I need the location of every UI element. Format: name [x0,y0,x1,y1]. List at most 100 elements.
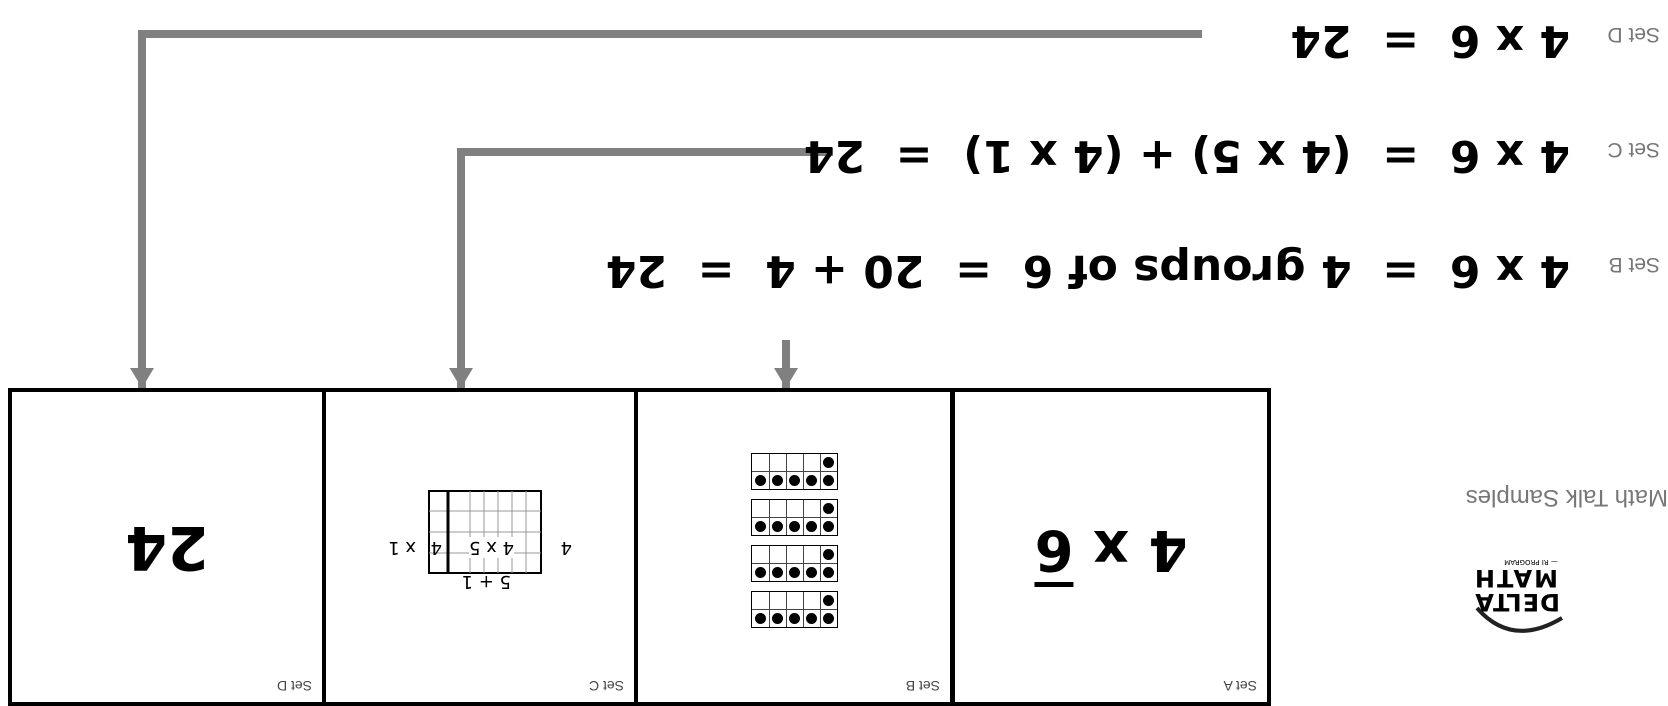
logo-text-math: MATH [1472,564,1558,592]
counter-dot [789,521,801,532]
counter-dot [823,613,835,624]
ten-frame-cell [820,564,837,581]
ten-frame-cell [752,500,769,517]
counter-dot [806,521,818,532]
equation-set-b: 4 x 6 = 4 groups of 6 = 20 + 4 = 24 [605,245,1570,296]
ten-frame-cell [820,592,837,609]
ten-frame-cell [769,472,786,489]
equation-set-c-label: Set C [1607,138,1660,161]
ten-frame-cell [803,546,820,563]
ten-frame [751,453,838,490]
card-set-b: Set B [634,388,954,706]
card-set-d-label: Set D [276,678,312,694]
area-inner-right-label: 4 [430,537,442,558]
ten-frame-cell [752,610,769,627]
ten-frame-cell [786,500,803,517]
equation-set-d: 4 x 6 = 24 [1290,15,1570,66]
ten-frame-cell [786,518,803,535]
expression-right-overlined: 6 [1034,517,1074,582]
ten-frame-cell [803,564,820,581]
equation-set-b-label: Set B [1608,253,1660,276]
ten-frame-cell [769,564,786,581]
counter-dot [755,521,766,532]
card-set-a-label: Set A [1223,678,1257,694]
area-model-grid [428,490,542,574]
counter-dot [772,521,784,532]
card-set-a-expression: 4 x 6 [955,517,1267,582]
arrow-set-b [774,368,798,388]
counter-dot [823,503,835,514]
page-title: Math Talk Samples [1465,484,1668,511]
ten-frame-cell [820,518,837,535]
equation-set-d-label: Set D [1607,23,1660,46]
counter-dot [806,567,818,578]
counter-dot [823,475,835,486]
ten-frame-cell [769,500,786,517]
card-set-c-label: Set C [588,678,624,694]
equation-set-c: 4 x 6 = (4 x 5) + (4 x 1) = 24 [803,130,1570,181]
ten-frame-cell [752,472,769,489]
arrow-set-d [130,368,154,388]
ten-frame-cell [786,472,803,489]
counter-dot [789,613,801,624]
ten-frame-cell [769,546,786,563]
counter-dot [755,567,766,578]
ten-frame-cell [769,592,786,609]
card-set-c: Set C 5 + 1 4 4 x 5 4 x 1 [322,388,638,706]
connector-set-d-horizontal [138,30,1202,38]
logo-text-program: — RI PROGRAM [1504,558,1558,566]
logo-text-delta: DELTA [1474,588,1560,616]
ten-frame-cell [786,454,803,471]
ten-frame-cell [786,564,803,581]
counter-dot [789,475,801,486]
ten-frame-cell [786,610,803,627]
counter-dot [772,613,784,624]
counter-dot [823,549,835,560]
connector-set-c-horizontal [457,148,833,156]
delta-math-logo: DELTA MATH — RI PROGRAM [1472,548,1572,638]
counter-dot [789,567,801,578]
connector-set-d-vertical [138,30,146,388]
card-set-d: Set D 24 [8,388,326,706]
area-outer-right-label: x 1 [388,537,416,558]
connector-set-c-vertical [457,148,465,388]
ten-frame-cell [820,472,837,489]
logo-swoosh-icon [1475,606,1564,633]
counter-dot [806,475,818,486]
counter-dot [823,457,835,468]
area-top-caption: 5 + 1 [461,571,511,592]
ten-frame-cell [786,546,803,563]
ten-frame-cell [820,610,837,627]
ten-frames-group [638,392,950,702]
counter-dot [772,567,784,578]
ten-frame [751,591,838,628]
card-set-a: Set A 4 x 6 [951,388,1271,706]
ten-frame-cell [820,546,837,563]
arrow-set-c [449,368,473,388]
counter-dot [823,521,835,532]
ten-frame-cell [803,610,820,627]
counter-dot [823,595,835,606]
counter-dot [823,567,835,578]
area-inner-left-label: 4 x 5 [469,537,514,558]
expression-left: 4 x [1073,517,1188,582]
ten-frame [751,545,838,582]
ten-frame-cell [752,592,769,609]
ten-frame [751,499,838,536]
card-set-d-value: 24 [125,512,209,582]
counter-dot [806,613,818,624]
counter-dot [755,613,766,624]
ten-frame-cell [752,564,769,581]
ten-frame-cell [803,500,820,517]
ten-frame-cell [769,518,786,535]
area-left-factor: 4 [560,537,572,558]
ten-frame-cell [803,518,820,535]
ten-frame-cell [803,454,820,471]
counter-dot [755,475,766,486]
ten-frame-cell [803,592,820,609]
ten-frame-cell [752,546,769,563]
ten-frame-cell [769,610,786,627]
ten-frame-cell [752,518,769,535]
ten-frame-cell [752,454,769,471]
